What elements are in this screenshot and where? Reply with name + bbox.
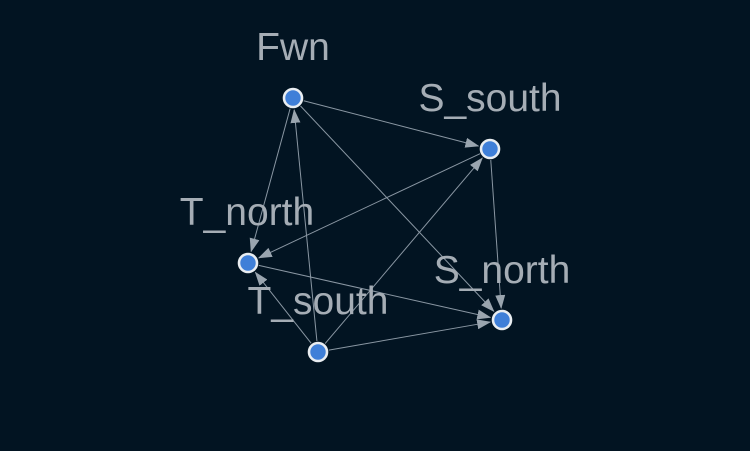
node-fwn[interactable] xyxy=(282,87,304,109)
edge-t_south-to-t_north xyxy=(254,271,312,344)
node-label-t_south: T_south xyxy=(248,280,389,323)
node-label-s_north: S_north xyxy=(434,249,571,292)
edge-fwn-to-s_north xyxy=(300,105,495,312)
node-t_south[interactable] xyxy=(307,341,329,363)
edge-fwn-to-t_north xyxy=(249,108,291,253)
node-label-s_south: S_south xyxy=(418,77,561,120)
node-label-t_north: T_north xyxy=(180,191,314,234)
edges-layer xyxy=(249,100,506,351)
edge-t_south-to-fwn xyxy=(290,108,318,342)
edge-fwn-to-s_south xyxy=(303,100,480,148)
nodes-layer xyxy=(237,87,513,363)
edge-t_south-to-s_north xyxy=(328,319,492,351)
node-s_north[interactable] xyxy=(491,309,513,331)
edge-s_south-to-t_north xyxy=(257,153,481,259)
edge-t_south-to-s_south xyxy=(324,157,483,344)
edge-t_north-to-s_north xyxy=(258,264,492,320)
node-label-fwn: Fwn xyxy=(256,26,330,69)
node-t_north[interactable] xyxy=(237,252,259,274)
node-s_south[interactable] xyxy=(479,138,501,160)
edge-s_south-to-s_north xyxy=(490,159,506,310)
